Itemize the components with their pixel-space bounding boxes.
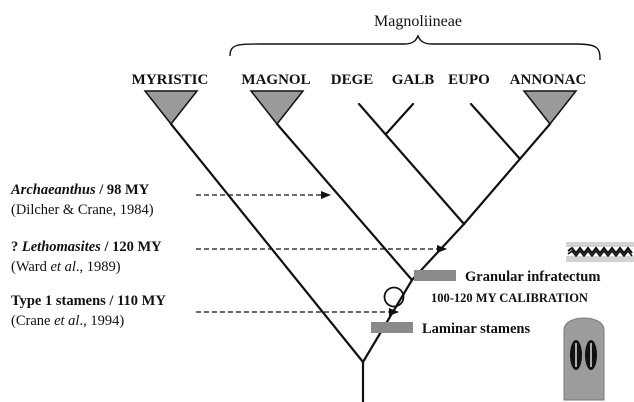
clade-triangle-magnol [249, 90, 305, 126]
branch-magnol [275, 122, 414, 282]
pollen-wall-texture-icon [566, 242, 634, 262]
taxon-label-dege: DEGE [331, 72, 374, 88]
branch-eupo-annonac-stem [462, 122, 552, 226]
laminar-stamens-label: Laminar stamens [422, 321, 530, 337]
branch-myristic [169, 122, 365, 364]
branch-galb [384, 102, 415, 136]
fossil-lethomasites-title: ? Lethomasites / 120 MY [11, 239, 162, 255]
taxon-label-magnol: MAGNOL [241, 72, 310, 88]
branch-eupo [469, 102, 522, 161]
fossil-archaeanthus-title: Archaeanthus / 98 MY [10, 182, 150, 198]
branch-dege-galb-stem [357, 102, 466, 226]
taxon-label-eupo: EUPO [448, 72, 490, 88]
fossil-lethomasites-citation: (Ward et al., 1989) [11, 259, 121, 275]
calibration-label: 100-120 MY CALIBRATION [431, 291, 588, 305]
clade-triangle-myristic [143, 90, 199, 126]
fossil-archaeanthus-citation: (Dilcher & Crane, 1984) [11, 202, 154, 218]
taxon-label-galb: GALB [392, 72, 435, 88]
fossil-type1-stamens-citation: (Crane et al., 1994) [11, 313, 124, 329]
granular-infratectum-label: Granular infratectum [465, 269, 600, 285]
fossil-type1-stamens-title: Type 1 stamens / 110 MY [11, 293, 166, 309]
laminar-stamen-icon [563, 317, 605, 401]
calibration-circle [383, 286, 405, 308]
group-bracket [229, 34, 601, 61]
laminar-stamens-bar [371, 322, 413, 333]
taxon-label-myristic: MYRISTIC [132, 72, 209, 88]
granular-infratectum-bar [414, 270, 456, 281]
clade-triangle-annonac [522, 90, 578, 126]
branch-magnoliineae-stem [361, 278, 414, 364]
group-label-magnoliineae: Magnoliineae [374, 13, 462, 30]
taxon-label-annonac: ANNONAC [510, 72, 587, 88]
